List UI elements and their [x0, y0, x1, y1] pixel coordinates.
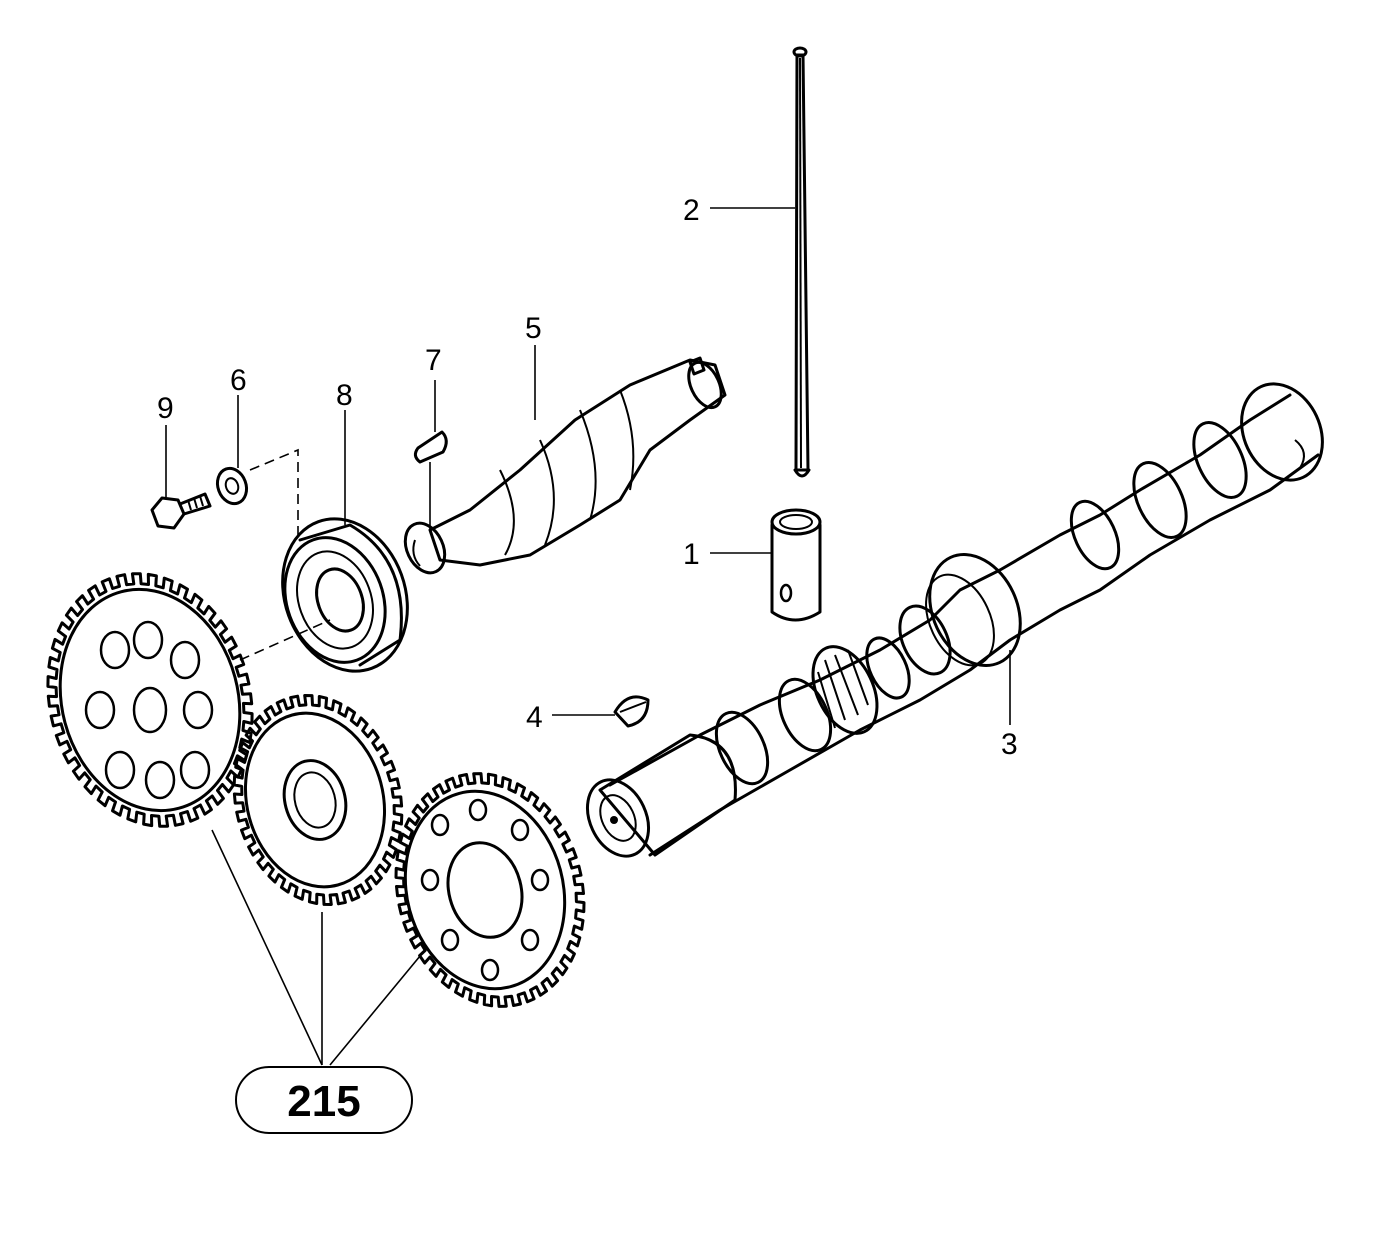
reference-label: 215 — [287, 1077, 360, 1126]
callout-3: 3 — [1001, 728, 1018, 761]
callout-4: 4 — [526, 701, 543, 734]
push-rod — [792, 46, 811, 478]
washer — [215, 466, 249, 506]
callout-8: 8 — [336, 379, 353, 412]
camshaft-drive-gear — [811, 645, 879, 735]
hex-bolt — [150, 492, 212, 530]
reference-badge[interactable]: 215 — [235, 1066, 413, 1134]
callout-2: 2 — [683, 194, 700, 227]
shaft-key — [413, 430, 448, 464]
callout-7: 7 — [425, 344, 442, 377]
gear-front — [394, 772, 586, 1008]
leader-lines — [165, 207, 1011, 1066]
callout-9: 9 — [157, 392, 174, 425]
camshaft — [586, 382, 1324, 858]
balance-shaft — [403, 356, 727, 575]
woodruff-key — [613, 695, 650, 728]
callout-6: 6 — [230, 364, 247, 397]
ball-bearing — [281, 517, 409, 673]
gear-middle — [232, 694, 404, 906]
tappet — [770, 508, 822, 622]
callout-1: 1 — [683, 538, 700, 571]
gear-large-left — [46, 572, 254, 828]
callout-5: 5 — [525, 312, 542, 345]
